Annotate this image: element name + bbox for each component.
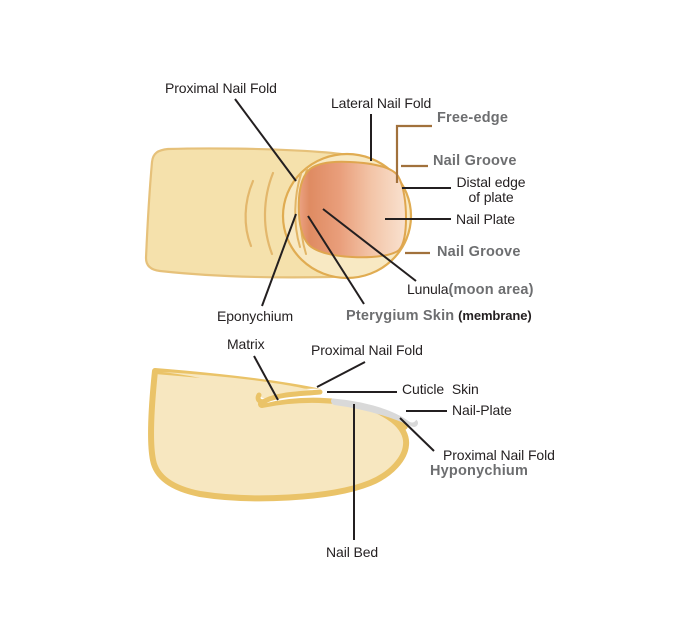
leader-eponychium bbox=[261, 213, 297, 307]
label-hyponychium: Hyponychium bbox=[430, 463, 529, 479]
leader-proximal-nail-fold-top bbox=[234, 98, 297, 182]
label-pterygium-skin: Pterygium Skin (membrane) bbox=[346, 308, 532, 325]
knuckle-wrinkle-line bbox=[263, 171, 275, 256]
leader-lines bbox=[234, 98, 451, 540]
finger-side-view bbox=[148, 368, 418, 502]
label-nail-bed: Nail Bed bbox=[326, 544, 379, 560]
eponychium-arc bbox=[294, 173, 302, 248]
label-pterygium-word: Pterygium Skin bbox=[346, 308, 455, 324]
label-nail-groove-lower: Nail Groove bbox=[437, 244, 521, 260]
label-pterygium-paren: (membrane) bbox=[458, 308, 532, 323]
label-proximal-nail-fold-top: Proximal Nail Fold bbox=[165, 80, 277, 96]
leader-pterygium bbox=[307, 215, 365, 305]
proximal-nail-fold-edge bbox=[255, 389, 323, 405]
label-lunula: Lunula(moon area) bbox=[407, 281, 534, 299]
label-lunula-paren: (moon area) bbox=[448, 282, 534, 298]
label-proximal-nail-fold-side: Proximal Nail Fold bbox=[311, 342, 423, 358]
label-lunula-word: Lunula bbox=[407, 281, 449, 297]
label-lateral-nail-fold: Lateral Nail Fold bbox=[331, 95, 432, 111]
leader-matrix bbox=[253, 355, 279, 401]
label-nail-groove-upper: Nail Groove bbox=[433, 153, 517, 169]
leader-proximal-nail-fold-side bbox=[316, 361, 366, 388]
label-nail-plate-top: Nail Plate bbox=[456, 211, 515, 227]
label-matrix: Matrix bbox=[227, 336, 265, 352]
knuckle-wrinkle-line bbox=[244, 179, 255, 248]
leader-lunula bbox=[322, 208, 417, 282]
nail-plate-top-view bbox=[297, 160, 408, 259]
label-free-edge: Free-edge bbox=[437, 110, 509, 126]
brown-leader-lines bbox=[395, 124, 432, 255]
leader-hyponychium bbox=[399, 417, 435, 452]
label-proximal-nail-fold-lower: Proximal Nail Fold bbox=[443, 447, 555, 463]
finger-top-view bbox=[144, 147, 413, 280]
label-eponychium: Eponychium bbox=[217, 308, 294, 324]
label-distal-edge-line2: of plate bbox=[468, 189, 514, 206]
proximal-nail-fold-overlay bbox=[162, 372, 318, 400]
label-distal-edge-of-plate: Distal edge of plate bbox=[452, 174, 530, 206]
label-cuticle-skin: Cuticle Skin bbox=[402, 381, 479, 397]
leader-free-edge-bracket bbox=[395, 124, 432, 183]
label-distal-edge-line1: Distal edge bbox=[456, 174, 526, 190]
label-nail-plate-side: Nail-Plate bbox=[452, 402, 512, 418]
